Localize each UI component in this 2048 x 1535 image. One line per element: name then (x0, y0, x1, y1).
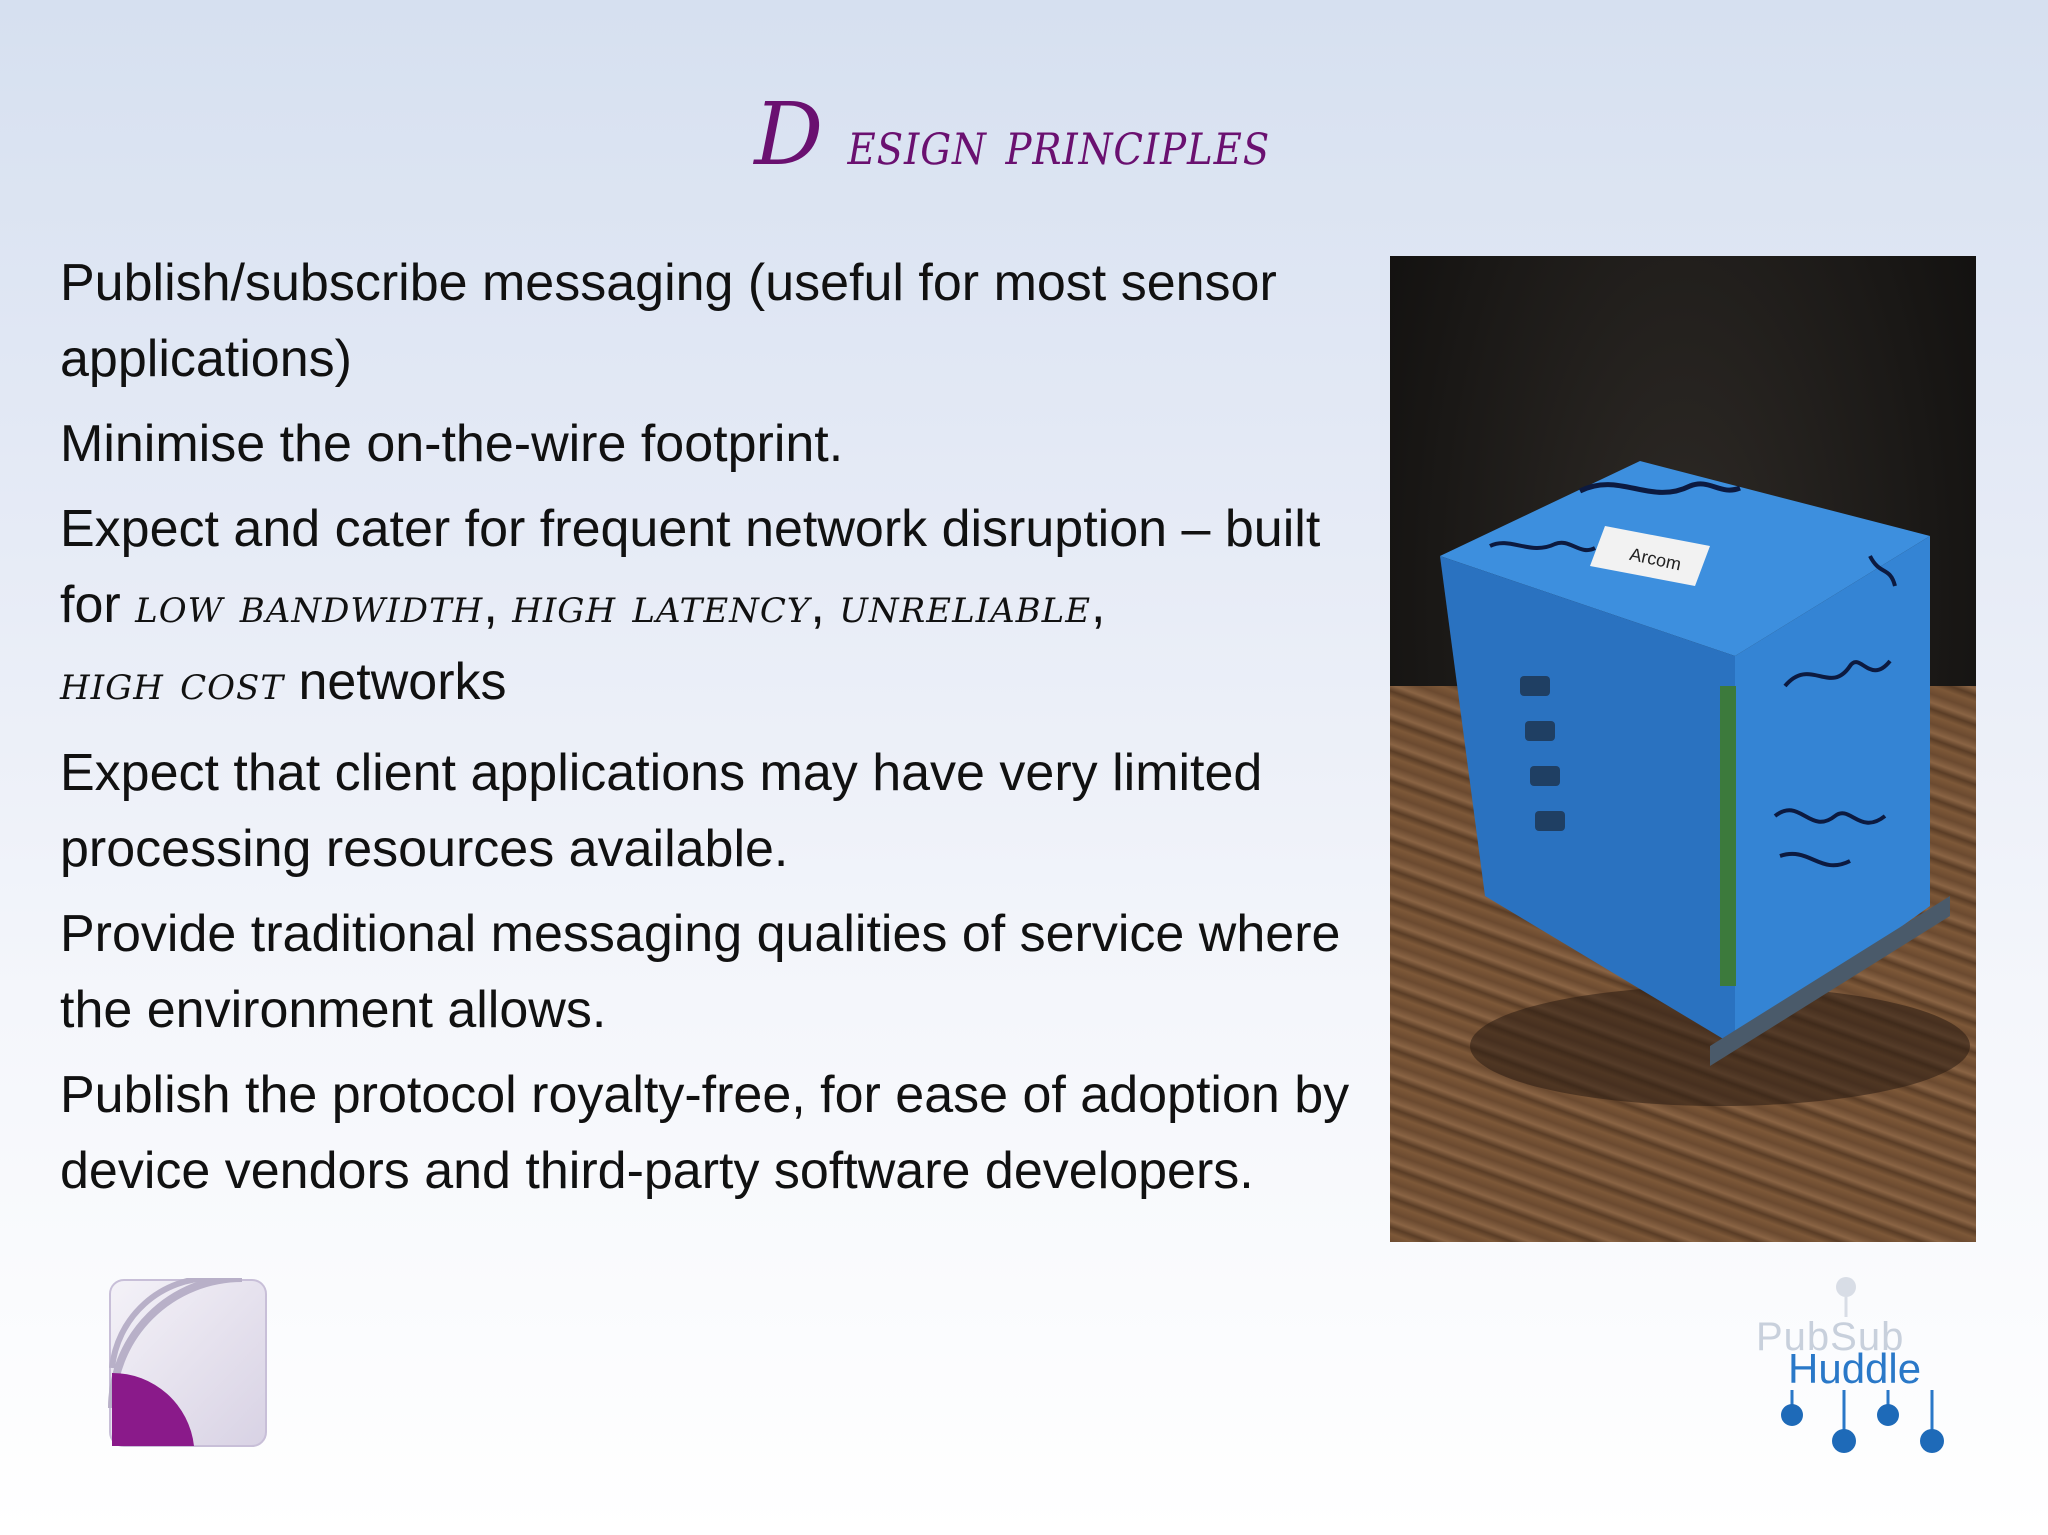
serial-port (1525, 721, 1555, 741)
separator: , (810, 576, 840, 634)
principle-network-disruption: Expect and cater for frequent network di… (60, 491, 1360, 721)
cube-left-face (1440, 556, 1735, 1046)
ca-logo (108, 1278, 267, 1447)
term-low-bandwidth: low bandwidth (135, 578, 484, 634)
huddle-node-graphic (1781, 1277, 1944, 1453)
terminal-strip (1720, 686, 1736, 986)
serial-port (1535, 811, 1565, 831)
slide-title-rest: esign principles (847, 106, 1271, 179)
term-high-latency: high latency (512, 578, 811, 634)
serial-port (1520, 676, 1550, 696)
serial-port (1530, 766, 1560, 786)
slide-title-initial: D (754, 85, 825, 185)
principle-qos: Provide traditional messaging qualities … (60, 905, 1341, 1039)
principle-footprint: Minimise the on-the-wire footprint. (60, 415, 844, 473)
signature-scribble (1489, 540, 1596, 552)
term-high-cost: high cost (60, 655, 285, 711)
blue-cube-device: Arcom (1440, 461, 1970, 1106)
signature-scribble (1773, 808, 1887, 825)
signature-scribble (1578, 481, 1741, 495)
arcom-device-photo: Arcom (1390, 256, 1976, 1242)
pubsub-logo-text: PubSub (1756, 1315, 1905, 1359)
principle-limited-resources: Expect that client applications may have… (60, 744, 1263, 878)
signature-scribble (1779, 852, 1851, 868)
label-sticker (1590, 526, 1710, 586)
slide-body: Publish/subscribe messaging (useful for … (60, 245, 1360, 1218)
separator: , (483, 576, 513, 634)
cube-right-face (1735, 536, 1930, 1046)
signature-scribble (1783, 659, 1892, 688)
principle-network-prefix: Expect and cater for frequent network di… (60, 500, 1321, 634)
signature-scribble (1868, 555, 1897, 587)
principle-network-suffix: networks (284, 653, 507, 711)
principle-royalty-free: Publish the protocol royalty-free, for e… (60, 1066, 1350, 1200)
pubsub-huddle-logo: PubSub Huddle (1752, 1275, 1962, 1455)
principle-pubsub: Publish/subscribe messaging (useful for … (60, 254, 1277, 388)
cube-base-plate (1710, 896, 1950, 1066)
term-unreliable: unreliable (839, 578, 1092, 634)
huddle-logo-text: Huddle (1788, 1345, 1922, 1392)
separator: , (1091, 576, 1106, 634)
